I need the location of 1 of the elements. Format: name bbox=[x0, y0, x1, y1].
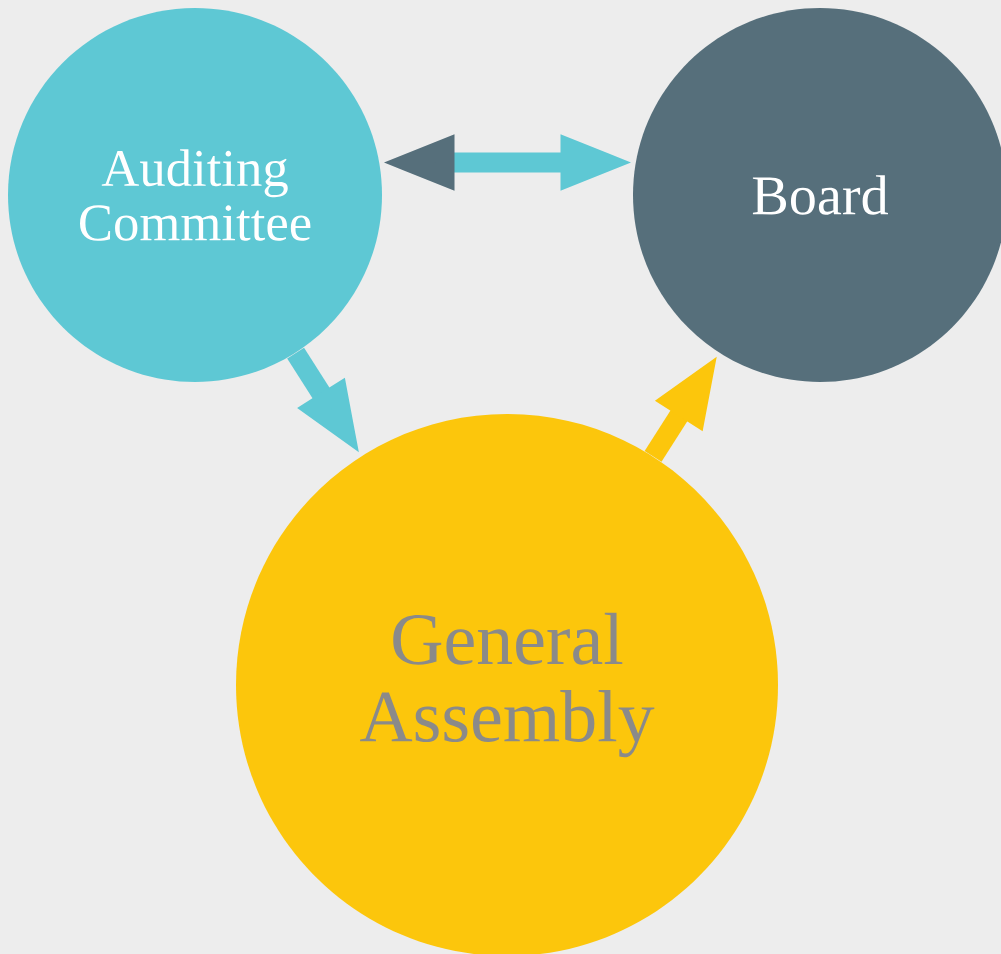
circle-node: Auditing Committee bbox=[8, 8, 382, 382]
